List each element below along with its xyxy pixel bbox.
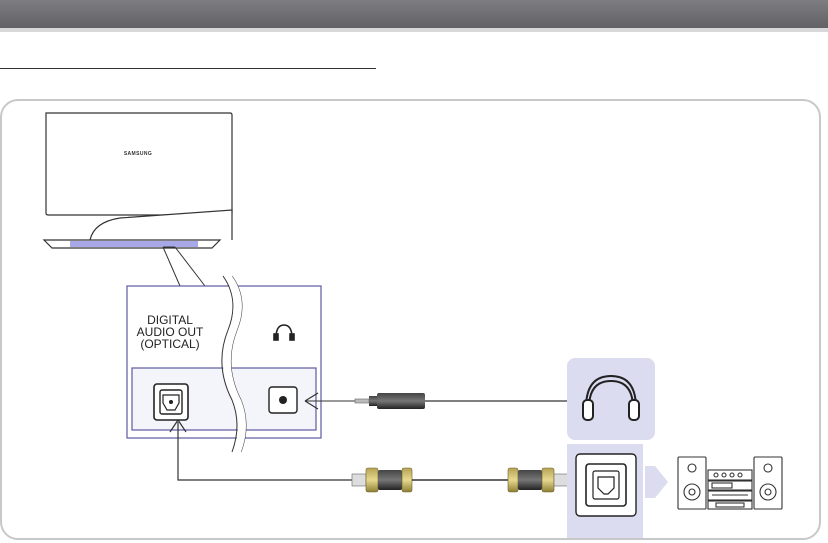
tv-brand-logo: SAMSUNG xyxy=(124,151,152,157)
optical-label-line-3: (OPTICAL) xyxy=(140,337,199,351)
headphone-cable xyxy=(305,393,583,409)
receiver-optical-input xyxy=(567,444,668,538)
zoom-callout xyxy=(163,247,205,286)
tv-rear-highlight xyxy=(70,241,198,247)
optical-port[interactable] xyxy=(154,384,188,420)
headphone-jack[interactable] xyxy=(269,387,297,413)
tv: SAMSUNG xyxy=(44,113,232,248)
headphones-device xyxy=(567,358,655,440)
port-panel: DIGITAL AUDIO OUT (OPTICAL) xyxy=(127,276,321,452)
stereo-system-icon xyxy=(678,457,782,509)
